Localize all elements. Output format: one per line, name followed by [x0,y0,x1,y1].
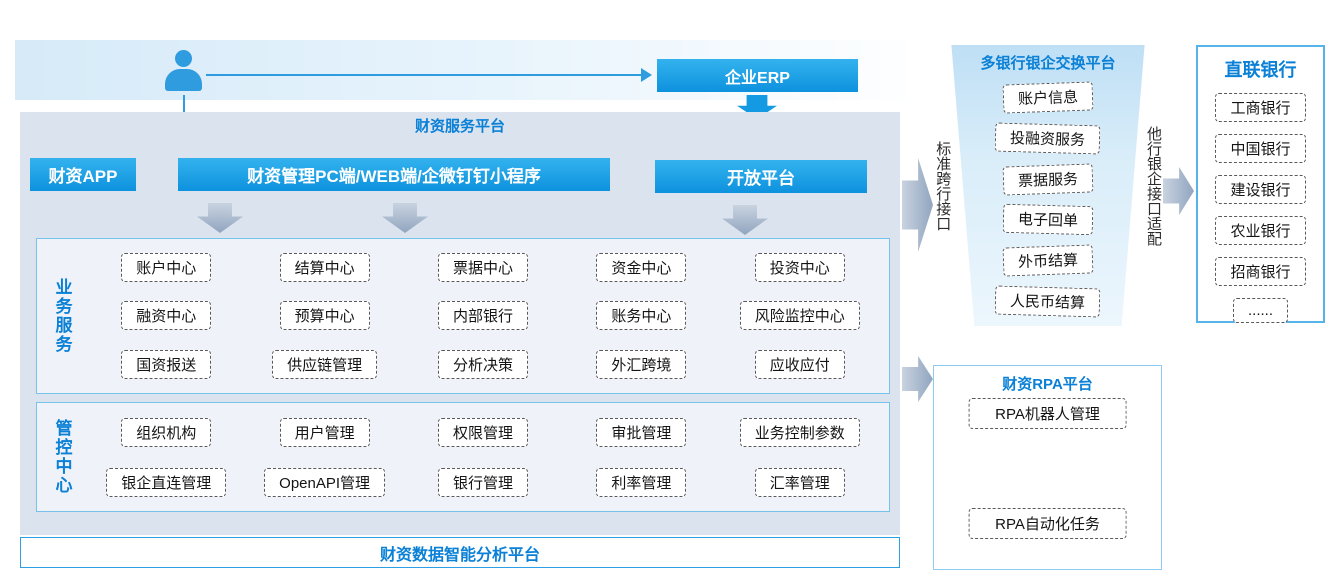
module-box: 汇率管理 [754,467,845,497]
bank-item: 农业银行 [1215,216,1306,245]
rpa-item: RPA机器人管理 [968,398,1127,429]
business-grid: 账户中心 结算中心 票据中心 资金中心 投资中心 融资中心 预算中心 内部银行 … [87,239,889,393]
exchange-service-box: 人民币结算 [995,285,1101,318]
module-box: 供应链管理 [272,350,378,380]
module-box: 风险监控中心 [739,301,860,331]
business-services-label: 业务服务 [52,278,72,354]
control-grid: 组织机构 用户管理 权限管理 审批管理 业务控制参数 银企直连管理 OpenAP… [87,403,889,511]
data-analysis-bar: 财资数据智能分析平台 [20,537,900,568]
module-box: 内部银行 [437,301,528,331]
bank-exchange-platform-panel: 多银行银企交换平台 标准跨行接口 他行银企接口适配 账户信息 投融资服务 票据服… [933,45,1163,326]
module-box: 分析决策 [437,350,528,380]
module-box: 利率管理 [596,467,687,497]
arrowhead-right-icon [641,68,652,82]
module-box: 用户管理 [279,417,370,447]
bank-item: ...... [1232,298,1288,323]
bank-item: 中国银行 [1215,134,1306,163]
module-box: 票据中心 [437,252,528,282]
business-services-section: 业务服务 账户中心 结算中心 票据中心 资金中心 投资中心 融资中心 预算中心 … [36,238,890,394]
rpa-platform-panel: 财资RPA平台 RPA机器人管理 RPA自动化任务 [933,365,1162,570]
platform-title: 财资服务平台 [414,118,505,135]
module-box: 投资中心 [754,252,845,282]
treasury-pc-web-button: 财资管理PC端/WEB端/企微钉钉小程序 [178,158,610,191]
treasury-app-button: 财资APP [30,158,136,191]
module-box: 资金中心 [596,252,687,282]
exchange-platform-title: 多银行银企交换平台 [980,55,1116,72]
exchange-service-box: 投融资服务 [995,122,1101,155]
module-box: 权限管理 [437,417,528,447]
module-box: 融资中心 [121,301,212,331]
connector-person-erp [206,74,642,76]
module-box: 银企直连管理 [106,467,227,497]
exchange-service-box: 电子回单 [1002,204,1094,236]
direct-banks-title: 直联银行 [1224,60,1297,80]
adapter-interface-label: 他行银企接口适配 [1145,125,1162,246]
module-box: 国资报送 [121,350,212,380]
module-box: 业务控制参数 [739,417,860,447]
module-box: 外汇跨境 [596,350,687,380]
module-box: 预算中心 [279,301,370,331]
module-box: 应收应付 [754,350,845,380]
user-icon [175,50,192,67]
module-box: 结算中心 [279,252,370,282]
control-center-label: 管控中心 [52,419,72,495]
right-arrow-icon [902,356,933,402]
bank-list: 工商银行 中国银行 建设银行 农业银行 招商银行 ...... [1198,93,1323,323]
bank-item: 招商银行 [1215,257,1306,286]
rpa-platform-title: 财资RPA平台 [1002,376,1093,393]
module-box: 账务中心 [596,301,687,331]
exchange-service-box: 账户信息 [1002,81,1094,114]
bank-item: 工商银行 [1215,93,1306,122]
right-arrow-icon [902,158,933,252]
module-box: 审批管理 [596,417,687,447]
module-box: 账户中心 [121,252,212,282]
standard-interface-label: 标准跨行接口 [934,140,952,231]
exchange-services: 账户信息 投融资服务 票据服务 电子回单 外币结算 人民币结算 [973,81,1123,318]
rpa-item: RPA自动化任务 [968,508,1127,539]
erp-button: 企业ERP [657,59,858,92]
bank-item: 建设银行 [1215,175,1306,204]
right-arrow-icon [1163,167,1194,215]
exchange-service-box: 外币结算 [1002,244,1094,277]
open-platform-button: 开放平台 [655,160,867,193]
control-center-section: 管控中心 组织机构 用户管理 权限管理 审批管理 业务控制参数 银企直连管理 O… [36,402,890,512]
module-box: OpenAPI管理 [264,467,386,497]
module-box: 银行管理 [437,467,528,497]
user-icon-body [165,69,202,91]
module-box: 组织机构 [121,417,212,447]
direct-banks-panel: 直联银行 工商银行 中国银行 建设银行 农业银行 招商银行 ...... [1196,45,1325,323]
exchange-service-box: 票据服务 [1002,163,1094,196]
